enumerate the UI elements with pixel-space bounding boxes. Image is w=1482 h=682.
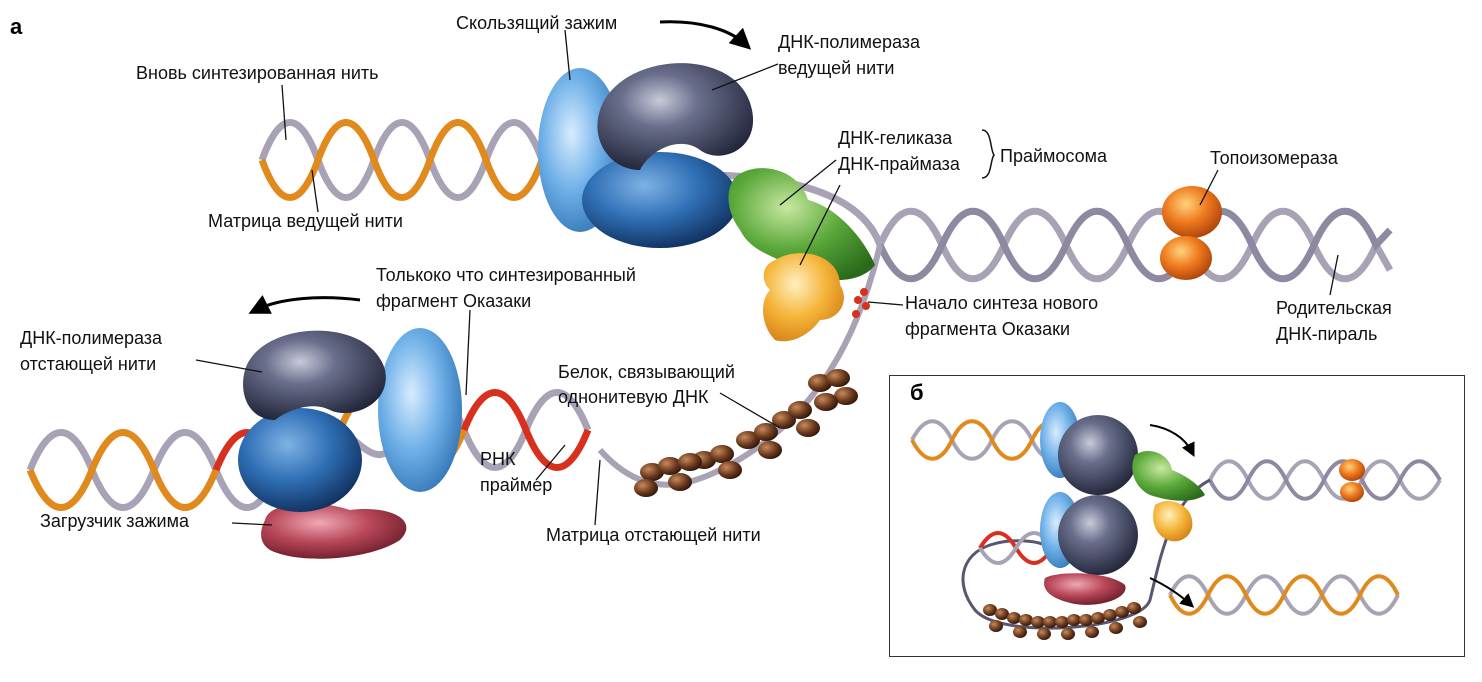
clamp-loader bbox=[261, 503, 407, 559]
label-rna-primer-1: РНК bbox=[480, 449, 516, 469]
topoisomerase bbox=[1160, 186, 1222, 280]
label-parental-dna-2: ДНК-пираль bbox=[1276, 324, 1378, 344]
label-primosome: Праймосома bbox=[1000, 146, 1107, 166]
label-topoisomerase: Топоизомераза bbox=[1210, 148, 1338, 168]
label-sliding-clamp: Скользящий зажим bbox=[456, 13, 618, 33]
label-ssb-2: однонитевую ДНК bbox=[558, 387, 709, 407]
ssb-proteins bbox=[634, 369, 858, 497]
label-parental-dna-1: Родительская bbox=[1276, 298, 1392, 318]
inset-diagram bbox=[910, 402, 1442, 640]
label-leading-template: Матрица ведущей нити bbox=[208, 211, 403, 231]
label-okazaki-start-2: фрагмента Оказаки bbox=[905, 319, 1071, 339]
label-new-strand: Вновь синтезированная нить bbox=[136, 63, 379, 83]
leading-template-strand bbox=[699, 171, 884, 247]
lagging-polymerase bbox=[238, 330, 386, 512]
leader-lines bbox=[195, 29, 1339, 526]
label-lagging-template: Матрица отстающей нити bbox=[546, 525, 761, 545]
label-lagging-polymerase-1: ДНК-полимераза bbox=[20, 328, 163, 348]
panel-label-a: а bbox=[10, 14, 23, 39]
leading-direction-arrow bbox=[659, 20, 752, 50]
label-leading-polymerase-2: ведущей нити bbox=[778, 58, 895, 78]
label-clamp-loader: Загрузчик зажима bbox=[40, 511, 189, 531]
label-ssb-1: Белок, связывающий bbox=[558, 362, 735, 382]
label-helicase: ДНК-геликаза bbox=[838, 128, 953, 148]
primase bbox=[763, 253, 844, 342]
label-lagging-polymerase-2: отстающей нити bbox=[20, 354, 157, 374]
label-okazaki-start-1: Начало синтеза нового bbox=[905, 293, 1099, 313]
sliding-clamp-lagging bbox=[378, 328, 462, 492]
label-leading-polymerase-1: ДНК-полимераза bbox=[778, 32, 921, 52]
lagging-direction-arrow bbox=[248, 294, 361, 314]
parental-helix bbox=[876, 208, 1394, 282]
primosome-brace bbox=[981, 129, 995, 179]
panel-label-b: б bbox=[910, 380, 924, 405]
label-rna-primer-2: праймер bbox=[480, 475, 553, 495]
label-okazaki-fragment-1: Толькоко что синтезированный bbox=[376, 265, 636, 285]
primer-dots bbox=[852, 288, 870, 318]
label-okazaki-fragment-2: фрагмент Оказаки bbox=[376, 291, 532, 311]
helicase bbox=[728, 168, 875, 280]
label-primase: ДНК-праймаза bbox=[838, 154, 960, 174]
